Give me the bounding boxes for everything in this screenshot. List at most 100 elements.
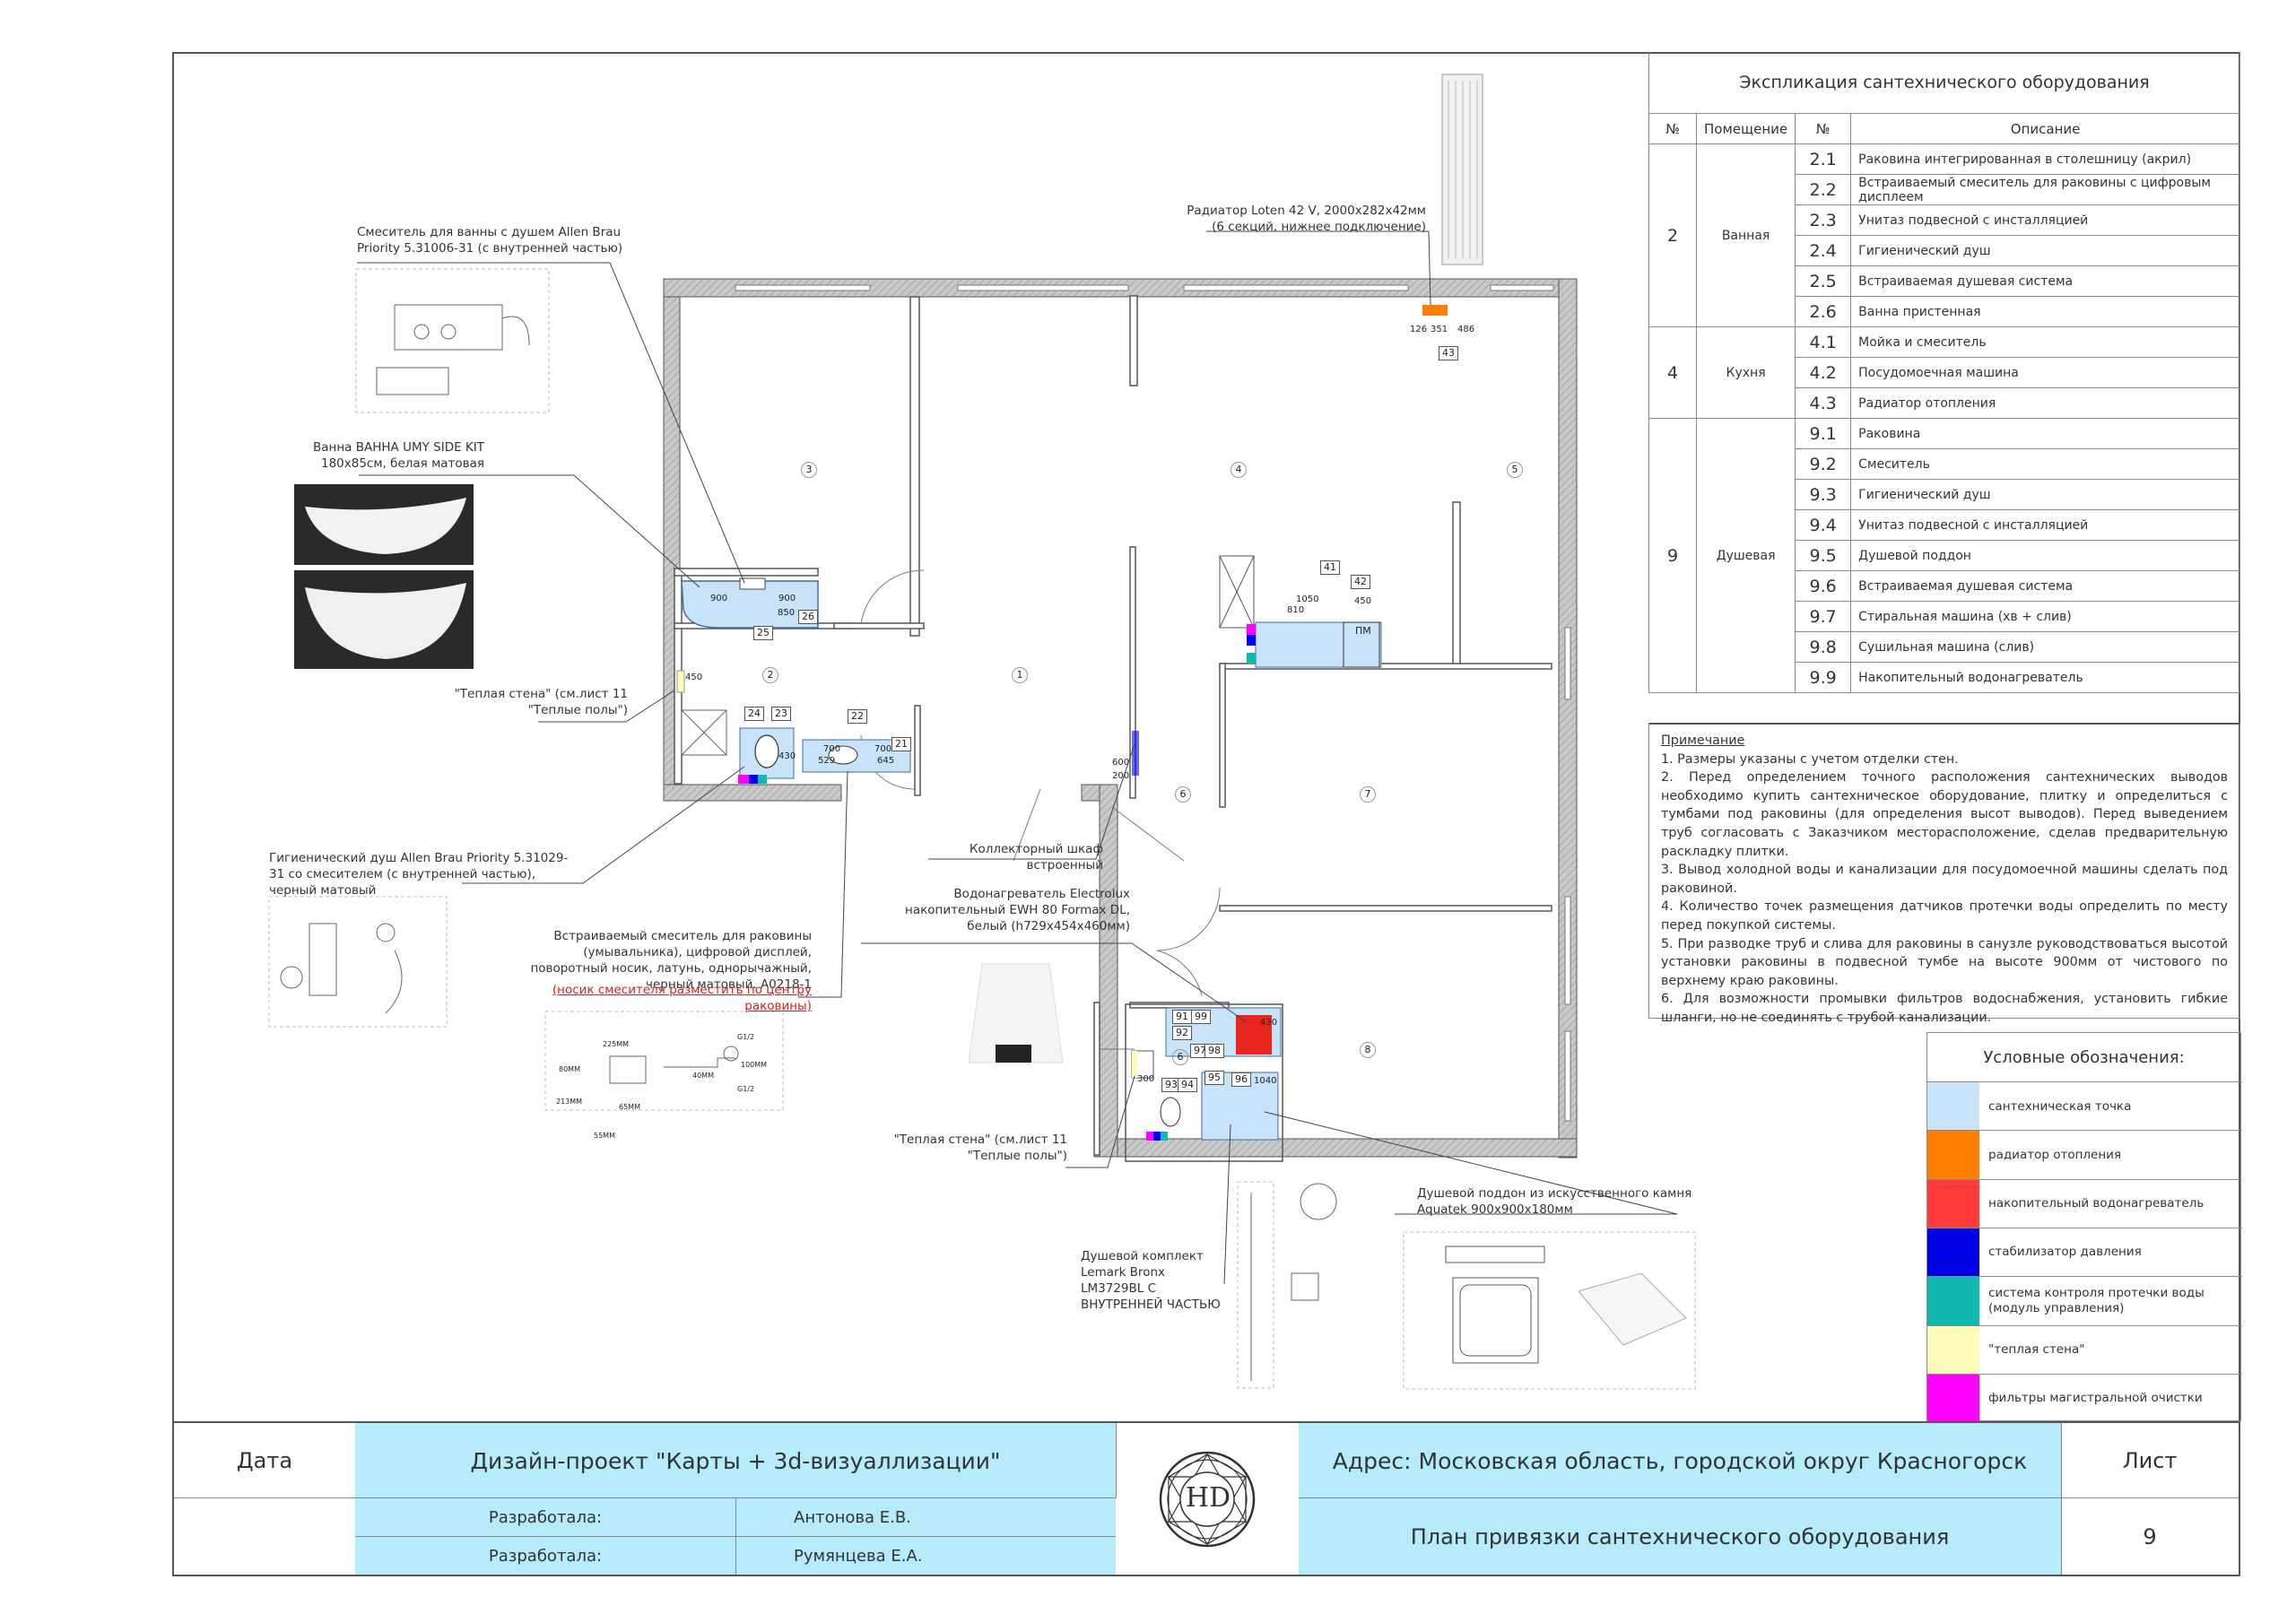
dimension: 850 — [778, 608, 796, 618]
item-description: Накопительный водонагреватель — [1850, 662, 2240, 693]
note-item: 1. Размеры указаны с учетом отделки стен… — [1661, 751, 1959, 767]
callout-hygienic-shower: Гигиенический душ Allen Brau Priority 5.… — [269, 851, 569, 898]
room-number: 5 — [1507, 462, 1523, 478]
group-number: 9 — [1648, 418, 1697, 693]
dimension: 450 — [1354, 596, 1372, 606]
developer-2-name-text: Румянцева Е.А. — [794, 1546, 923, 1566]
header-description: Описание — [1850, 113, 2240, 144]
equipment-tag: 43 — [1439, 346, 1458, 360]
item-number: 2.3 — [1795, 204, 1852, 236]
equipment-tag: 92 — [1172, 1026, 1192, 1040]
dimension: 200 — [1112, 771, 1130, 781]
plan-title-cell: План привязки сантехнического оборудован… — [1299, 1498, 2062, 1575]
callout-radiator: Радиатор Loten 42 V, 2000х282х42мм (6 се… — [1187, 204, 1426, 234]
dimension: 900 — [778, 594, 796, 603]
item-description: Мойка и смеситель — [1850, 326, 2240, 358]
legend-label: стабилизатор давления — [1988, 1245, 2142, 1260]
notes-content: Примечание 1. Размеры указаны с учетом о… — [1661, 732, 2228, 1028]
legend-swatch — [1927, 1082, 1979, 1131]
drawing-label: 80MM — [559, 1065, 580, 1073]
note-item: 3. Вывод холодной воды и канализации для… — [1661, 863, 2228, 896]
plan-title: План привязки сантехнического оборудован… — [1410, 1523, 1950, 1549]
room-number: 6 — [1175, 786, 1191, 803]
room-name: Душевая — [1695, 418, 1796, 693]
legend-item: радиатор отопления — [1927, 1130, 2242, 1180]
developer-1-label: Разработала: — [355, 1498, 736, 1537]
callout-shower-kit: Душевой комплект Lemark Bronx LM3729BL С… — [1081, 1249, 1221, 1312]
equipment-tag: ПМ — [1355, 625, 1371, 637]
dimension: 1040 — [1254, 1076, 1277, 1086]
legend-swatch — [1927, 1374, 1979, 1423]
dimension: 700 — [823, 744, 841, 754]
callout-water-heater: Водонагреватель Electrolux накопительный… — [905, 887, 1130, 933]
item-description: Сушильная машина (слив) — [1850, 631, 2240, 663]
sheet-number-cell: 9 — [2061, 1498, 2239, 1575]
project-cell: Дизайн-проект "Карты + 3d-визуаллизации" — [355, 1423, 1117, 1498]
legend: Условные обозначения: сантехническая точ… — [1926, 1032, 2242, 1423]
sheet-label: Лист — [2122, 1448, 2178, 1473]
developer-2-label: Разработала: — [355, 1537, 736, 1575]
equipment-tag: 96 — [1231, 1072, 1251, 1087]
drawing-label: G1/2 — [737, 1085, 755, 1093]
title-block-row-line — [174, 1497, 1116, 1498]
legend-label: радиатор отопления — [1988, 1147, 2122, 1162]
room-number: 4 — [1231, 462, 1247, 478]
note-item: 5. При разводке труб и слива для раковин… — [1661, 936, 2228, 988]
legend-item: сантехническая точка — [1927, 1081, 2242, 1131]
item-description: Встраиваемая душевая система — [1850, 570, 2240, 602]
drawing-label: 213MM — [556, 1098, 583, 1106]
explication-table: Экспликация сантехнического оборудования… — [1648, 52, 2240, 693]
drawing-label: 55MM — [594, 1132, 615, 1140]
legend-title: Условные обозначения: — [1983, 1047, 2185, 1067]
legend-swatch — [1927, 1277, 1979, 1326]
exterior-walls — [663, 278, 1578, 1159]
legend-label: фильтры магистральной очистки — [1988, 1391, 2203, 1406]
sheet-number: 9 — [2143, 1523, 2157, 1549]
equipment-tag: 42 — [1351, 575, 1370, 589]
equipment-tag: 98 — [1205, 1044, 1224, 1058]
group-number: 2 — [1648, 143, 1697, 327]
equipment-tag: 99 — [1191, 1010, 1211, 1024]
equipment-tag: 26 — [798, 610, 818, 624]
leader-lines — [357, 230, 1678, 1285]
notes-title: Примечание — [1661, 733, 1745, 748]
item-description: Стиральная машина (хв + слив) — [1850, 601, 2240, 632]
logo-text: HD — [1185, 1482, 1231, 1514]
equipment-tag: 22 — [848, 709, 867, 724]
callout-collector: Коллекторный шкаф встроенный — [969, 842, 1103, 872]
legend-item: система контроля протечки воды (модуль у… — [1927, 1276, 2242, 1326]
room-number: 6 — [1172, 1049, 1188, 1065]
notes-list: 1. Размеры указаны с учетом отделки стен… — [1661, 751, 2228, 1028]
date-cell: Дата — [174, 1423, 356, 1498]
drawing-label: 65MM — [619, 1103, 640, 1111]
legend-item: "теплая стена" — [1927, 1324, 2242, 1375]
developer-1-label-text: Разработала: — [488, 1507, 603, 1527]
legend-swatch — [1927, 1228, 1979, 1277]
dimension: 900 — [710, 594, 728, 603]
item-description: Раковина интегрированная в столешницу (а… — [1850, 143, 2240, 175]
dimension: 486 — [1457, 325, 1475, 334]
note-item: 2. Перед определением точного расположен… — [1661, 770, 2228, 859]
item-number: 2.6 — [1795, 296, 1852, 327]
address-cell: Адрес: Московская область, городской окр… — [1299, 1423, 2062, 1498]
developer-1-name: Антонова Е.В. — [736, 1498, 1116, 1537]
windows — [735, 284, 1571, 1122]
dimension: 1050 — [1296, 595, 1319, 604]
callout-sink-mixer-note: (носик смесителя разместить по центру ра… — [552, 983, 812, 1013]
item-number: 2.5 — [1795, 265, 1852, 297]
legend-item: накопительный водонагреватель — [1927, 1178, 2242, 1228]
drawing-label: 225MM — [603, 1040, 630, 1048]
dimension: 430 — [1260, 1018, 1278, 1028]
legend-label: сантехническая точка — [1988, 1098, 2132, 1114]
header-room: Помещение — [1695, 113, 1796, 144]
equipment-tag: 95 — [1205, 1071, 1224, 1085]
date-label: Дата — [236, 1448, 293, 1473]
legend-label: "теплая стена" — [1988, 1342, 2085, 1357]
